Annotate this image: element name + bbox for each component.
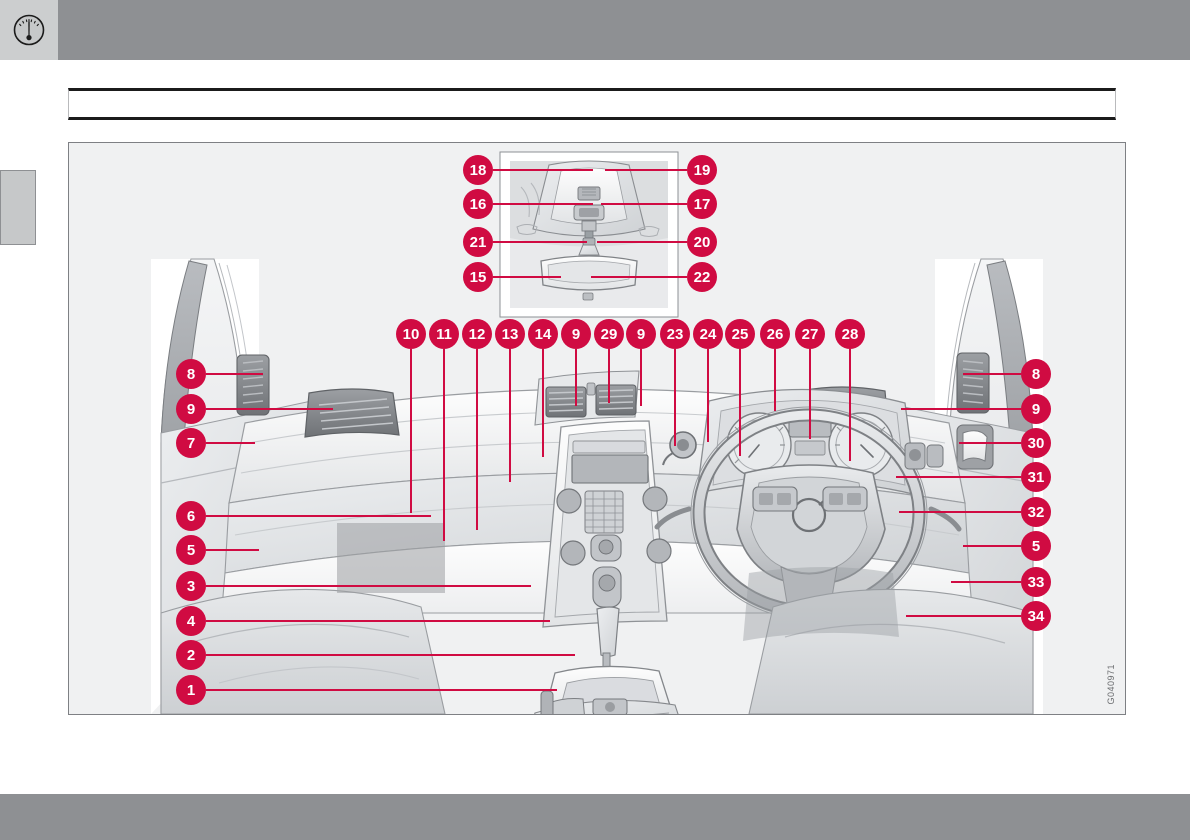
callout-leader-line <box>206 515 431 517</box>
chapter-tab[interactable] <box>0 170 36 245</box>
callout-leader-line <box>640 349 642 406</box>
callout-27[interactable]: 27 <box>795 319 825 349</box>
callout-11[interactable]: 11 <box>429 319 459 349</box>
callout-33[interactable]: 33 <box>1021 567 1051 597</box>
callout-leader-line <box>493 241 587 243</box>
callout-leader-line <box>206 654 575 656</box>
callout-leader-line <box>443 349 445 541</box>
callout-leader-line <box>542 349 544 457</box>
callout-10[interactable]: 10 <box>396 319 426 349</box>
callout-12[interactable]: 12 <box>462 319 492 349</box>
callout-14[interactable]: 14 <box>528 319 558 349</box>
callout-9[interactable]: 9 <box>626 319 656 349</box>
callout-leader-line <box>493 203 593 205</box>
callout-6[interactable]: 6 <box>176 501 206 531</box>
callout-26[interactable]: 26 <box>760 319 790 349</box>
callout-2[interactable]: 2 <box>176 640 206 670</box>
callout-leader-line <box>901 408 1021 410</box>
callout-17[interactable]: 17 <box>687 189 717 219</box>
callout-3[interactable]: 3 <box>176 571 206 601</box>
callout-5[interactable]: 5 <box>176 535 206 565</box>
callout-leader-line <box>493 276 561 278</box>
callout-13[interactable]: 13 <box>495 319 525 349</box>
console-lower <box>534 690 679 714</box>
header-icon-container <box>0 0 58 60</box>
callout-leader-line <box>608 349 610 403</box>
inset-frame <box>499 151 679 318</box>
callout-1[interactable]: 1 <box>176 675 206 705</box>
callout-32[interactable]: 32 <box>1021 497 1051 527</box>
callout-leader-line <box>410 349 412 513</box>
callout-28[interactable]: 28 <box>835 319 865 349</box>
callout-20[interactable]: 20 <box>687 227 717 257</box>
callout-23[interactable]: 23 <box>660 319 690 349</box>
callout-leader-line <box>959 442 1021 444</box>
callout-leader-line <box>951 581 1021 583</box>
callout-leader-line <box>597 241 687 243</box>
illustration-reference-code: G040971 <box>1105 663 1117 706</box>
callout-21[interactable]: 21 <box>463 227 493 257</box>
callout-leader-line <box>963 373 1021 375</box>
callout-16[interactable]: 16 <box>463 189 493 219</box>
callout-leader-line <box>906 615 1021 617</box>
center-console-stack <box>542 420 672 628</box>
callout-9[interactable]: 9 <box>176 394 206 424</box>
callout-leader-line <box>605 169 687 171</box>
callout-leader-line <box>509 349 511 482</box>
callout-leader-line <box>206 620 550 622</box>
callout-leader-line <box>493 169 593 171</box>
callout-leader-line <box>591 276 687 278</box>
callout-25[interactable]: 25 <box>725 319 755 349</box>
callout-leader-line <box>206 408 333 410</box>
callout-leader-line <box>896 476 1021 478</box>
callout-leader-line <box>601 203 687 205</box>
callout-leader-line <box>739 349 741 456</box>
light-controls <box>904 442 944 470</box>
section-title-box <box>68 88 1116 120</box>
callout-9[interactable]: 9 <box>1021 394 1051 424</box>
seats <box>160 523 1034 714</box>
center-air-vents <box>534 370 640 426</box>
callout-34[interactable]: 34 <box>1021 601 1051 631</box>
callout-5[interactable]: 5 <box>1021 531 1051 561</box>
instrument-panel-illustration <box>69 143 1125 714</box>
callout-leader-line <box>206 689 557 691</box>
callout-8[interactable]: 8 <box>176 359 206 389</box>
app-header-bar <box>0 0 1190 60</box>
callout-30[interactable]: 30 <box>1021 428 1051 458</box>
callout-leader-line <box>849 349 851 461</box>
callout-leader-line <box>476 349 478 530</box>
callout-9[interactable]: 9 <box>561 319 591 349</box>
callout-leader-line <box>899 511 1021 513</box>
callout-18[interactable]: 18 <box>463 155 493 185</box>
callout-leader-line <box>674 349 676 446</box>
callout-leader-line <box>707 349 709 442</box>
callout-15[interactable]: 15 <box>463 262 493 292</box>
gauge-icon <box>13 14 45 46</box>
callout-4[interactable]: 4 <box>176 606 206 636</box>
callout-leader-line <box>809 349 811 439</box>
callout-leader-line <box>774 349 776 411</box>
callout-leader-line <box>206 549 259 551</box>
callout-7[interactable]: 7 <box>176 428 206 458</box>
instrument-cluster <box>696 388 918 496</box>
ignition-switch <box>662 431 697 466</box>
callout-leader-line <box>206 373 263 375</box>
callout-31[interactable]: 31 <box>1021 462 1051 492</box>
callout-leader-line <box>575 349 577 406</box>
callout-29[interactable]: 29 <box>594 319 624 349</box>
callout-19[interactable]: 19 <box>687 155 717 185</box>
callout-leader-line <box>963 545 1021 547</box>
callout-8[interactable]: 8 <box>1021 359 1051 389</box>
callout-leader-line <box>206 585 531 587</box>
callout-24[interactable]: 24 <box>693 319 723 349</box>
callout-leader-line <box>206 442 255 444</box>
callout-22[interactable]: 22 <box>687 262 717 292</box>
footer-bar <box>0 794 1190 840</box>
